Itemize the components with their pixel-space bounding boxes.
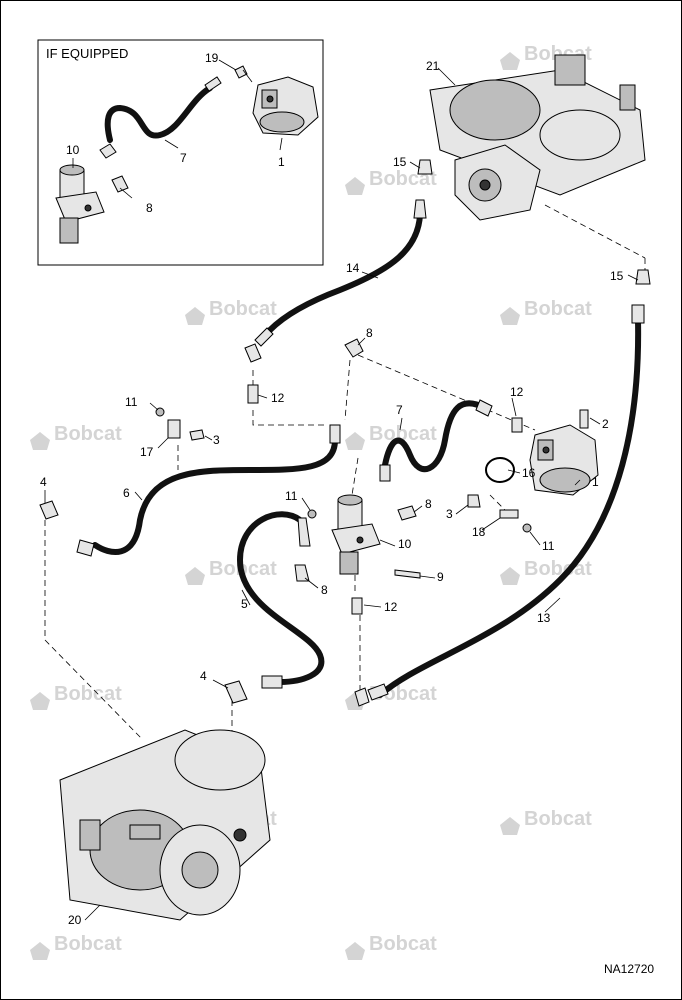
callout-6: 6 [123, 486, 130, 500]
component-20 [59, 729, 271, 921]
callout-10: 10 [398, 537, 412, 551]
callout-3: 3 [213, 433, 220, 447]
component-21 [429, 54, 646, 221]
callout-17: 17 [140, 445, 154, 459]
callout-5: 5 [241, 597, 248, 611]
callout-3: 3 [446, 507, 453, 521]
callout-12: 12 [384, 600, 398, 614]
callout-15: 15 [393, 155, 407, 169]
callout-8: 8 [146, 201, 153, 215]
callout-19: 19 [205, 51, 219, 65]
watermark-text: Bobcat [54, 683, 122, 705]
inset-motor [252, 76, 319, 136]
callout-4: 4 [40, 475, 47, 489]
callout-12: 12 [271, 391, 285, 405]
fittings [39, 159, 651, 704]
callout-11: 11 [285, 489, 298, 503]
callout-8: 8 [425, 497, 432, 511]
inset-title: IF EQUIPPED [46, 46, 128, 61]
component-1 [485, 424, 599, 496]
callout-11: 11 [125, 395, 138, 409]
callout-9: 9 [437, 570, 444, 584]
watermark-text: Bobcat [54, 423, 122, 445]
callout-14: 14 [346, 261, 360, 275]
watermark-text: Bobcat [209, 298, 277, 320]
callout-11: 11 [542, 539, 555, 553]
callout-21: 21 [426, 59, 440, 73]
callout-8: 8 [321, 583, 328, 597]
inset-valve [55, 164, 105, 244]
callout-labels: 21 15 15 14 19 10 7 8 1 8 12 11 3 17 7 1… [40, 51, 624, 927]
callout-1: 1 [278, 155, 285, 169]
inset-box: IF EQUIPPED [37, 39, 324, 266]
watermark-text: Bobcat [369, 423, 437, 445]
callout-20: 20 [68, 913, 82, 927]
callout-13: 13 [537, 611, 551, 625]
callout-4: 4 [200, 669, 207, 683]
callout-7: 7 [180, 151, 187, 165]
callout-15: 15 [610, 269, 624, 283]
component-10 [331, 494, 381, 575]
callout-2: 2 [602, 417, 609, 431]
watermark-text: Bobcat [54, 933, 122, 955]
callout-7: 7 [396, 403, 403, 417]
callout-16: 16 [522, 466, 536, 480]
callout-12: 12 [510, 385, 524, 399]
leader-lines [44, 67, 639, 921]
watermark-text: Bobcat [369, 933, 437, 955]
figure-code: NA12720 [604, 962, 654, 976]
watermark-text: Bobcat [524, 298, 592, 320]
dashed-connections [44, 204, 646, 770]
hoses [76, 199, 645, 707]
callout-1: 1 [592, 475, 599, 489]
callout-10: 10 [66, 143, 80, 157]
callout-18: 18 [472, 525, 486, 539]
watermark-text: Bobcat [524, 558, 592, 580]
callout-8: 8 [366, 326, 373, 340]
watermark-text: Bobcat [524, 808, 592, 830]
